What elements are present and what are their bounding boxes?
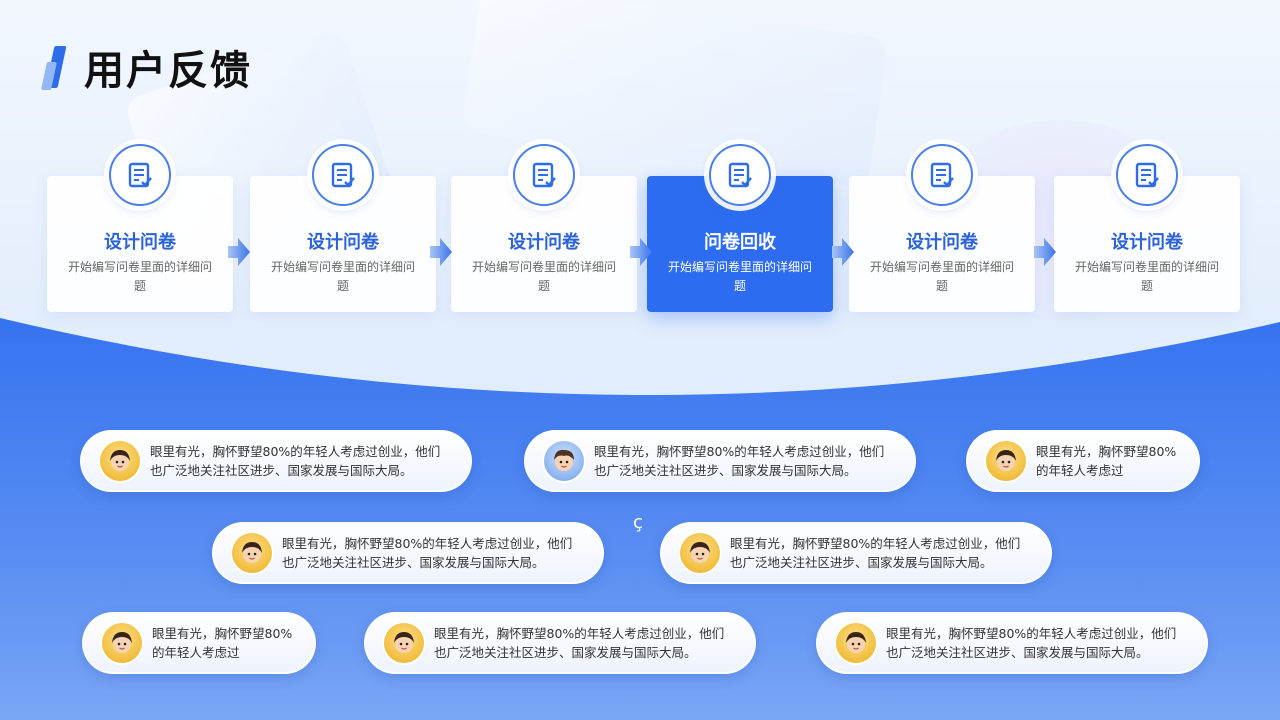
survey-document-icon [513,144,575,206]
girl-avatar [100,441,140,481]
survey-document-icon [1116,144,1178,206]
girl-avatar [102,623,142,663]
step-description: 开始编写问卷里面的详细问题 [471,260,616,293]
step-title: 设计问卷 [104,232,176,253]
step-card-6[interactable]: 设计问卷 开始编写问卷里面的详细问题 [1054,144,1240,312]
step-title: 设计问卷 [1111,232,1183,253]
feedback-bubble: 眼里有光，胸怀野望80%的年轻人考虑过创业，他们也广泛地关注社区进步、国家发展与… [80,430,472,492]
step-description: 开始编写问卷里面的详细问题 [667,260,812,293]
arrow-right-icon [1034,238,1056,266]
girl-avatar [836,623,876,663]
step-card-1[interactable]: 设计问卷 开始编写问卷里面的详细问题 [47,144,233,312]
page-title: 用户反馈 [84,48,252,94]
feedback-bubble: 眼里有光，胸怀野望80%的年轻人考虑过创业，他们也广泛地关注社区进步、国家发展与… [816,612,1208,674]
arrow-right-icon [430,238,452,266]
feedback-text: 眼里有光，胸怀野望80%的年轻人考虑过创业，他们也广泛地关注社区进步、国家发展与… [434,626,725,660]
step-card-5[interactable]: 设计问卷 开始编写问卷里面的详细问题 [849,144,1035,312]
girl-avatar [986,441,1026,481]
feedback-text: 眼里有光，胸怀野望80%的年轻人考虑过创业，他们也广泛地关注社区进步、国家发展与… [886,626,1177,660]
survey-document-icon [709,144,771,206]
feedback-bubble: 眼里有光，胸怀野望80%的年轻人考虑过 [966,430,1200,492]
step-title: 设计问卷 [307,232,379,253]
arrow-right-icon [630,238,652,266]
girl-avatar [232,533,272,573]
arrow-right-icon [832,238,854,266]
girl-avatar [680,533,720,573]
feedback-text: 眼里有光，胸怀野望80%的年轻人考虑过 [1036,444,1177,478]
page-header: 用户反馈 [46,42,252,94]
title-accent-bar [46,46,64,88]
feedback-bubble: 眼里有光，胸怀野望80%的年轻人考虑过创业，他们也广泛地关注社区进步、国家发展与… [660,522,1052,584]
girl-avatar [384,623,424,663]
feedback-bubble: 眼里有光，胸怀野望80%的年轻人考虑过创业，他们也广泛地关注社区进步、国家发展与… [364,612,756,674]
feedback-text: 眼里有光，胸怀野望80%的年轻人考虑过创业，他们也广泛地关注社区进步、国家发展与… [150,444,441,478]
feedback-bubble: 眼里有光，胸怀野望80%的年轻人考虑过 [82,612,316,674]
feedback-text: 眼里有光，胸怀野望80%的年轻人考虑过 [152,626,293,660]
feedback-bubble: 眼里有光，胸怀野望80%的年轻人考虑过创业，他们也广泛地关注社区进步、国家发展与… [524,430,916,492]
arrow-right-icon [228,238,250,266]
survey-document-icon [911,144,973,206]
feedback-bubble: 眼里有光，胸怀野望80%的年轻人考虑过创业，他们也广泛地关注社区进步、国家发展与… [212,522,604,584]
survey-document-icon [312,144,374,206]
step-title: 设计问卷 [508,232,580,253]
step-title: 设计问卷 [906,232,978,253]
step-card-4-active[interactable]: 问卷回收 开始编写问卷里面的详细问题 [647,144,833,312]
step-card-2[interactable]: 设计问卷 开始编写问卷里面的详细问题 [250,144,436,312]
feedback-text: 眼里有光，胸怀野望80%的年轻人考虑过创业，他们也广泛地关注社区进步、国家发展与… [594,444,885,478]
step-description: 开始编写问卷里面的详细问题 [270,260,415,293]
feedback-text: 眼里有光，胸怀野望80%的年轻人考虑过创业，他们也广泛地关注社区进步、国家发展与… [730,536,1021,570]
step-description: 开始编写问卷里面的详细问题 [67,260,212,293]
step-title: 问卷回收 [704,232,776,253]
boy-avatar [544,441,584,481]
step-description: 开始编写问卷里面的详细问题 [1074,260,1219,293]
step-description: 开始编写问卷里面的详细问题 [869,260,1014,293]
survey-document-icon [109,144,171,206]
step-card-3[interactable]: 设计问卷 开始编写问卷里面的详细问题 [451,144,637,312]
feedback-text: 眼里有光，胸怀野望80%的年轻人考虑过创业，他们也广泛地关注社区进步、国家发展与… [282,536,573,570]
stray-character: ç [633,512,643,533]
